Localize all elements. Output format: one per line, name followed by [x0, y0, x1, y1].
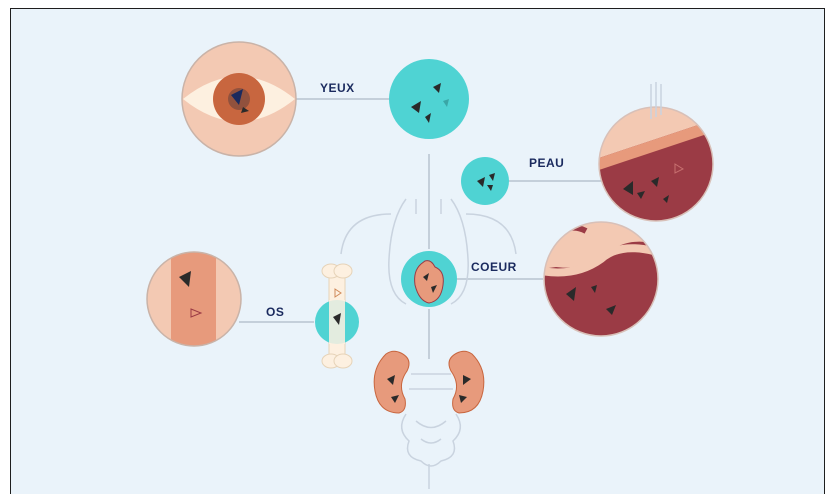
connector-lines	[239, 99, 601, 359]
diagram-panel: YEUX PEAU COEUR OS	[10, 8, 825, 494]
eye-detail-circle	[171, 39, 311, 169]
organ-diagram	[11, 9, 825, 494]
kidneys	[374, 351, 484, 413]
intestine-outline	[402, 414, 461, 466]
skin-label: PEAU	[529, 156, 564, 170]
left-lung-outline	[341, 214, 391, 254]
bone-cell-circle	[315, 264, 359, 368]
bone-label: OS	[266, 305, 284, 319]
skin-detail-circle	[596, 82, 716, 224]
right-lung-outline	[466, 214, 516, 254]
skin-cell-circle	[461, 157, 509, 205]
heart-label: COEUR	[471, 260, 517, 274]
heart-detail-circle	[541, 219, 661, 339]
heart-cell-circle	[401, 251, 457, 307]
eye-cell-circle	[389, 59, 469, 139]
bone-detail-circle	[141, 249, 251, 349]
eyes-label: YEUX	[320, 81, 355, 95]
